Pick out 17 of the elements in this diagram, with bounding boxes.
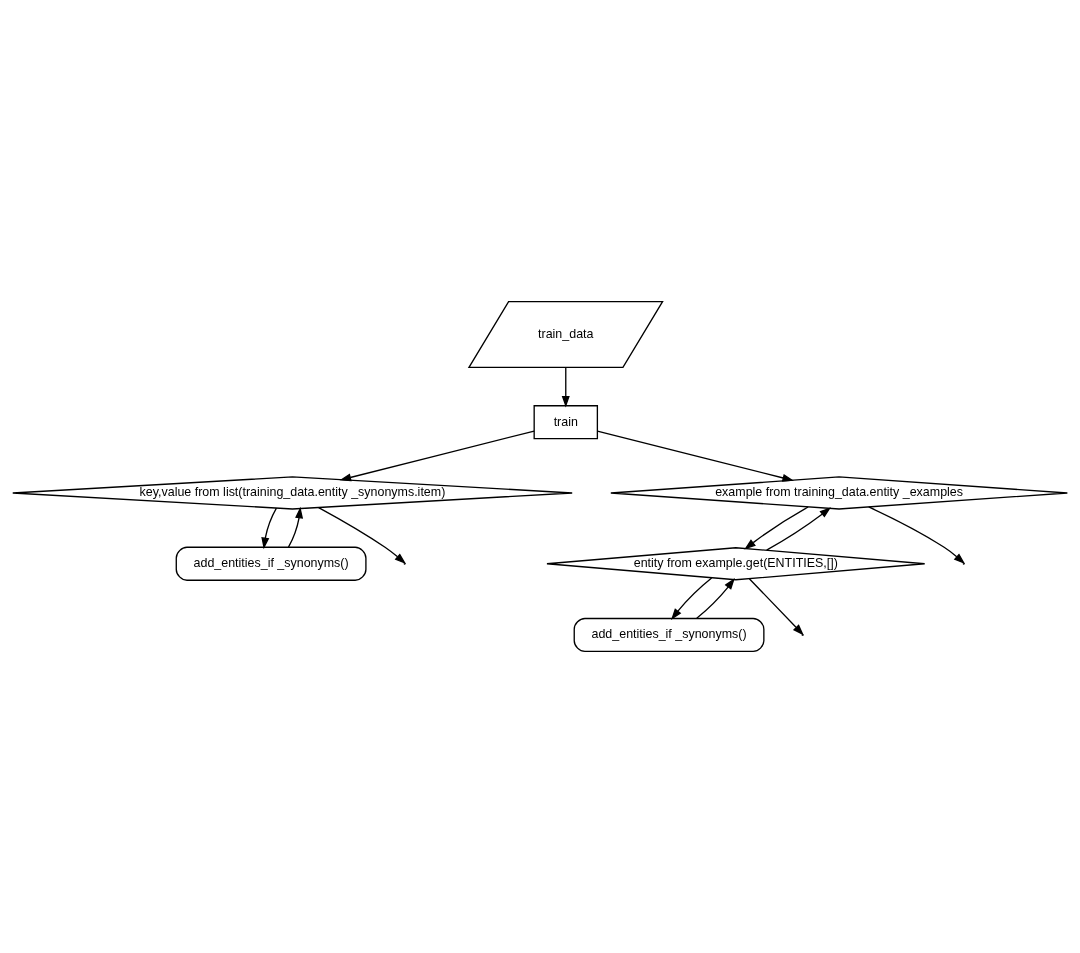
arrow <box>561 366 570 408</box>
node-diamond: example from training_data.entity _examples <box>610 476 1068 510</box>
node-diamond: key,value from list(training_data.entity _synonyms.item) <box>12 476 573 510</box>
arrow <box>696 578 735 619</box>
node-diamond: entity from example.get(ENTITIES,[]) <box>546 547 926 581</box>
arrow <box>868 506 966 565</box>
arrow <box>596 430 794 482</box>
arrow <box>287 506 304 548</box>
arrow <box>317 506 407 565</box>
node-box: add_entities_if _synonyms() <box>573 617 765 653</box>
node-box: add_entities_if _synonyms() <box>175 546 367 581</box>
arrow <box>339 430 535 482</box>
node-box: train <box>533 405 599 440</box>
arrow <box>744 506 809 550</box>
arrow <box>671 577 713 620</box>
arrow <box>261 507 278 550</box>
arrow <box>765 507 832 551</box>
